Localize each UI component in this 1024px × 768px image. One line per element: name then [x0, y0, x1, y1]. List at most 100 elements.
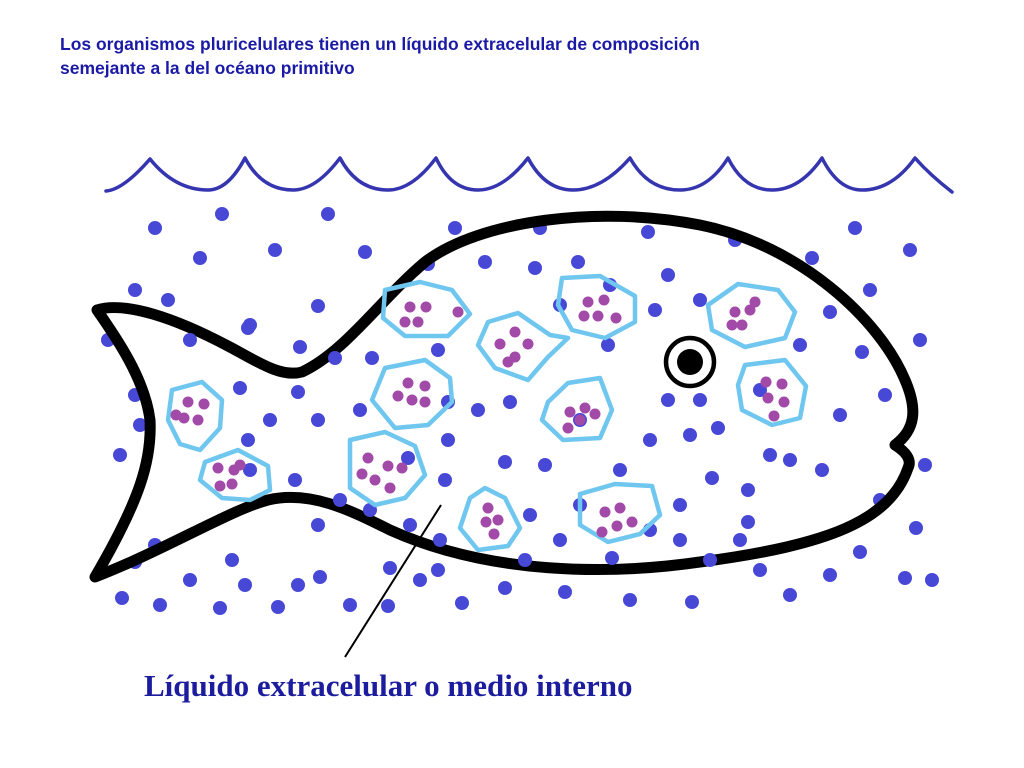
sea-particle [343, 598, 357, 612]
cell-particle [492, 514, 504, 526]
extracellular-particle [793, 338, 807, 352]
extracellular-particle [855, 345, 869, 359]
cell-particle [749, 296, 761, 308]
cell-particle [729, 306, 741, 318]
sea-particle [558, 585, 572, 599]
sea-particle [193, 251, 207, 265]
sea-particle [925, 573, 939, 587]
extracellular-particle [528, 261, 542, 275]
sea-particle [853, 545, 867, 559]
sea-particle [431, 563, 445, 577]
extracellular-particle [693, 293, 707, 307]
extracellular-particle [243, 463, 257, 477]
sea-particle [413, 573, 427, 587]
extracellular-particle [601, 338, 615, 352]
extracellular-particle [553, 533, 567, 547]
extracellular-particle [763, 448, 777, 462]
cell-membrane [475, 310, 571, 383]
sea-particle [913, 333, 927, 347]
cell-particle [404, 301, 416, 313]
sea-particle [863, 283, 877, 297]
cell-particle [736, 319, 748, 331]
extracellular-particle [183, 333, 197, 347]
cell-particle [170, 409, 182, 421]
cell-membrane [380, 279, 473, 339]
extracellular-particle [431, 343, 445, 357]
sea-particle [805, 251, 819, 265]
cell-particle [198, 398, 210, 410]
cells [165, 273, 809, 553]
cell-particle [599, 506, 611, 518]
extracellular-particle [711, 421, 725, 435]
sea-particle [903, 243, 917, 257]
cell-particle [778, 396, 790, 408]
cell-particle [406, 394, 418, 406]
sea-particle [898, 571, 912, 585]
sea-particle [148, 221, 162, 235]
water-surface-wave [104, 156, 954, 194]
extracellular-particle [613, 463, 627, 477]
sea-particle [498, 581, 512, 595]
extracellular-particle [353, 403, 367, 417]
extracellular-particle [815, 463, 829, 477]
extracellular-particle [518, 553, 532, 567]
extracellular-particle [673, 533, 687, 547]
sea-particles [101, 207, 939, 615]
sea-particle [358, 245, 372, 259]
cell-particle [509, 326, 521, 338]
sea-particle [225, 553, 239, 567]
cell-particle [626, 516, 638, 528]
cell-particle [392, 390, 404, 402]
extracellular-particle [311, 518, 325, 532]
cell-particle [482, 502, 494, 514]
sea-particle [291, 578, 305, 592]
cell-particle [522, 338, 534, 350]
cell-particle [384, 482, 396, 494]
fish-outline [89, 210, 919, 583]
extracellular-particle [241, 321, 255, 335]
extracellular-particle [741, 483, 755, 497]
sea-particle [448, 221, 462, 235]
cell-particle [369, 474, 381, 486]
cell-icon [577, 481, 663, 545]
extracellular-particle [365, 351, 379, 365]
cell-particle [582, 296, 594, 308]
cell-icon [347, 429, 428, 508]
heading-line-1: Los organismos pluricelulares tienen un … [60, 34, 700, 54]
extracellular-particle [523, 508, 537, 522]
extracellular-particle [783, 453, 797, 467]
extracellular-particle [441, 433, 455, 447]
extracellular-particle [293, 340, 307, 354]
extracellular-particle [703, 553, 717, 567]
sea-particle [321, 207, 335, 221]
sea-particle [823, 568, 837, 582]
extracellular-particle [741, 515, 755, 529]
sea-particle [848, 221, 862, 235]
sea-particle [268, 243, 282, 257]
sea-particle [153, 598, 167, 612]
sea-particle [183, 573, 197, 587]
cell-membrane [705, 281, 798, 350]
cell-particle [419, 396, 431, 408]
cell-particle [356, 468, 368, 480]
cell-membrane [369, 357, 455, 431]
sea-particle [133, 418, 147, 432]
extracellular-particle [438, 473, 452, 487]
cell-membrane [735, 357, 809, 428]
cell-particle [768, 410, 780, 422]
extracellular-particle [291, 385, 305, 399]
cell-particle [419, 380, 431, 392]
extracellular-particle [648, 303, 662, 317]
cell-particle [420, 301, 432, 313]
cell-particle [589, 408, 601, 420]
sea-particle [878, 388, 892, 402]
sea-particle [238, 578, 252, 592]
cell-particle [214, 480, 226, 492]
cell-particle [574, 414, 586, 426]
sea-particle [161, 293, 175, 307]
cell-membrane [165, 379, 225, 453]
cell-particle [598, 294, 610, 306]
sea-particle [115, 591, 129, 605]
cell-particle [212, 462, 224, 474]
sea-particle [113, 448, 127, 462]
